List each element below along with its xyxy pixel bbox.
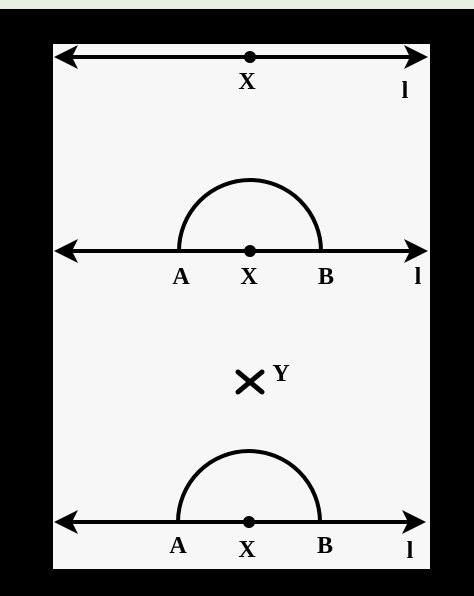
point-x-2	[244, 245, 256, 257]
label-b-2: B	[318, 264, 334, 290]
figure-3: Y A X B l	[54, 361, 426, 564]
arrowhead-right-1	[404, 45, 428, 69]
figure-1: X l	[54, 45, 428, 104]
label-a-2: A	[172, 264, 190, 290]
label-x-1: X	[238, 69, 256, 95]
point-y-cross-mark	[235, 369, 265, 395]
point-x-1	[244, 51, 256, 63]
arrowhead-right-3	[402, 510, 426, 534]
arrowhead-left-3	[54, 510, 78, 534]
diagram-panel	[53, 44, 430, 569]
arrowhead-left-1	[54, 45, 78, 69]
arrowhead-right-2	[404, 239, 428, 263]
label-x-2: X	[240, 264, 258, 290]
semicircle-arc-2	[177, 178, 323, 252]
label-line-l-2: l	[415, 264, 422, 290]
label-line-l-3: l	[407, 538, 414, 564]
label-y-3: Y	[272, 361, 289, 387]
semicircle-arc-3	[176, 449, 322, 523]
label-a-3: A	[169, 533, 187, 559]
label-b-3: B	[317, 533, 333, 559]
arrowhead-left-2	[54, 239, 78, 263]
figure-2: A X B l	[54, 178, 428, 290]
label-line-l-1: l	[402, 78, 409, 104]
top-strip	[0, 0, 474, 9]
label-x-3: X	[238, 537, 256, 563]
point-x-3	[243, 516, 255, 528]
